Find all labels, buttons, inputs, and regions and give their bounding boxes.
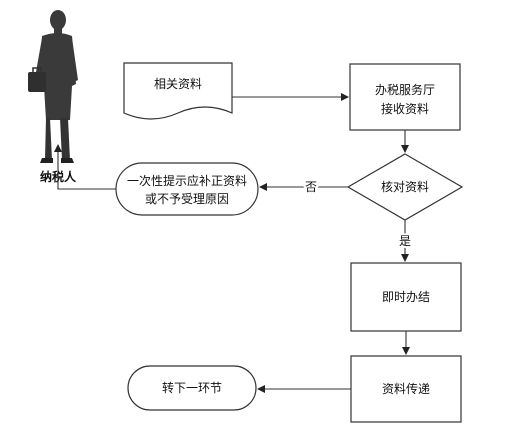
node-verify: 核对资料: [346, 153, 464, 221]
node-next: 转下一环节: [127, 365, 257, 411]
taxpayer-icon: [28, 10, 78, 163]
node-hall-receive-label-line1: 办税服务厅: [375, 82, 435, 97]
node-notify-label-line2: 或不予受理原因: [145, 192, 229, 206]
node-verify-label: 核对资料: [381, 180, 429, 194]
node-handle: 即时办结: [350, 262, 462, 332]
node-hall-receive: 办税服务厅 接收资料: [349, 63, 461, 131]
edge-notify-to-taxpayer: [54, 144, 116, 190]
node-notify-label-line1: 一次性提示应补正资料: [127, 173, 247, 188]
edge-no-label: 否: [305, 180, 317, 194]
node-transfer-label: 资料传递: [382, 381, 430, 396]
node-documents-label: 相关资料: [154, 77, 202, 91]
node-notify: 一次性提示应补正资料 或不予受理原因: [115, 162, 259, 216]
node-next-label: 转下一环节: [162, 380, 222, 395]
node-hall-receive-label-line2: 接收资料: [381, 101, 429, 116]
node-transfer: 资料传递: [350, 355, 462, 423]
edge-yes-label: 是: [399, 234, 411, 248]
node-documents: 相关资料: [123, 62, 233, 120]
node-handle-label: 即时办结: [382, 289, 430, 304]
